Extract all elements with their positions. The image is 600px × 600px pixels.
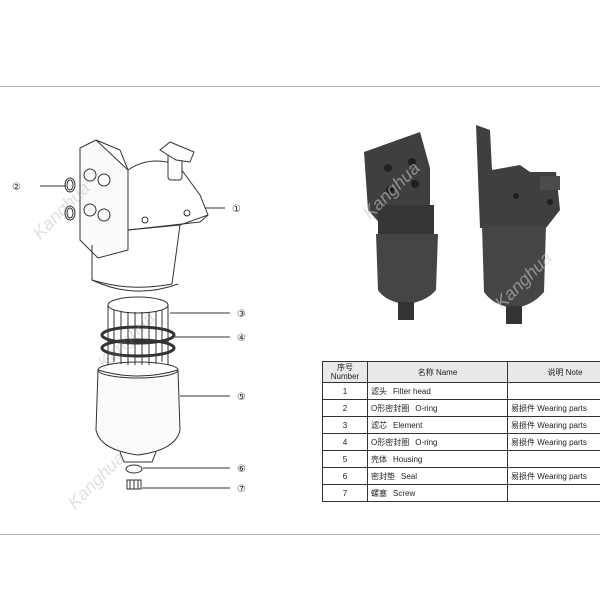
filter-photo-side xyxy=(476,125,560,324)
row-number: 1 xyxy=(322,382,368,400)
o-ring-4-part xyxy=(100,325,176,358)
seal-part xyxy=(125,464,143,474)
header-number-en: Number xyxy=(330,372,360,381)
callout-2: ② xyxy=(12,182,21,193)
row-name: 滤头 Filter head xyxy=(367,382,508,400)
top-divider xyxy=(0,86,600,87)
table-row: 2 O形密封圈 O-ring 易损件 Wearing parts xyxy=(322,399,600,417)
table-row: 3 滤芯 Element 易损件 Wearing parts xyxy=(322,416,600,434)
table-row: 6 密封垫 Seal 易损件 Wearing parts xyxy=(322,467,600,485)
table-row: 1 滤头 Filter head xyxy=(322,382,600,400)
screw-part xyxy=(126,479,142,490)
row-name: 滤芯 Element xyxy=(367,416,508,434)
row-number: 6 xyxy=(322,467,368,485)
row-note: 易损件 Wearing parts xyxy=(507,416,600,434)
row-name-en: Screw xyxy=(393,488,416,498)
exploded-view-drawing: ① ② ③ ④ ⑤ ⑥ ⑦ Kanghua Kanghua Kanghua xyxy=(12,139,246,513)
bottom-divider xyxy=(0,534,600,535)
header-number: 序号 Number xyxy=(322,361,368,383)
table-row: 7 螺塞 Screw xyxy=(322,484,600,502)
row-name-en: O-ring xyxy=(415,403,438,413)
callout-6: ⑥ xyxy=(237,464,246,475)
row-note xyxy=(507,450,600,468)
callout-7: ⑦ xyxy=(237,484,246,495)
product-photos: Kanghua Kanghua xyxy=(359,125,560,324)
row-number: 5 xyxy=(322,450,368,468)
row-name-cn: 壳体 xyxy=(371,454,387,464)
row-name: 螺塞 Screw xyxy=(367,484,508,502)
callout-3: ③ xyxy=(237,309,246,320)
row-note: 易损件 Wearing parts xyxy=(507,433,600,451)
row-name-cn: 螺塞 xyxy=(371,488,387,498)
row-number: 3 xyxy=(322,416,368,434)
parts-table: 序号 Number 名称 Name 说明 Note 1 滤头 Filter hea… xyxy=(322,361,600,502)
row-number: 7 xyxy=(322,484,368,502)
svg-text:Kanghua: Kanghua xyxy=(64,448,129,513)
row-name-en: Housing xyxy=(393,454,423,464)
filter-head-part xyxy=(79,139,209,292)
callout-1: ① xyxy=(232,204,241,215)
table-row: 5 壳体 Housing xyxy=(322,450,600,468)
row-name-cn: 密封垫 xyxy=(371,471,395,481)
row-name: O形密封圈 O-ring xyxy=(367,433,508,451)
row-name-en: Seal xyxy=(401,471,418,481)
table-row: 4 O形密封圈 O-ring 易损件 Wearing parts xyxy=(322,433,600,451)
header-number-cn: 序号 xyxy=(337,363,353,372)
row-name-cn: 滤头 xyxy=(371,386,387,396)
header-name: 名称 Name xyxy=(367,361,508,383)
row-note xyxy=(507,382,600,400)
row-note: 易损件 Wearing parts xyxy=(507,399,600,417)
row-name: O形密封圈 O-ring xyxy=(367,399,508,417)
row-name-cn: 滤芯 xyxy=(371,420,387,430)
row-name-cn: O形密封圈 xyxy=(371,437,410,447)
callout-5: ⑤ xyxy=(237,392,246,403)
row-name-en: Filter head xyxy=(393,386,431,396)
element-part xyxy=(107,296,169,365)
row-note: 易损件 Wearing parts xyxy=(507,467,600,485)
row-name: 密封垫 Seal xyxy=(367,467,508,485)
row-name: 壳体 Housing xyxy=(367,450,508,468)
row-number: 4 xyxy=(322,433,368,451)
header-note: 说明 Note xyxy=(507,361,600,383)
row-name-en: O-ring xyxy=(415,437,438,447)
table-header-row: 序号 Number 名称 Name 说明 Note xyxy=(322,361,600,383)
row-number: 2 xyxy=(322,399,368,417)
callout-4: ④ xyxy=(237,333,246,344)
o-ring-2-part xyxy=(64,177,76,221)
row-name-en: Element xyxy=(393,420,423,430)
housing-part xyxy=(95,361,181,463)
filter-photo-front xyxy=(364,132,438,320)
row-note xyxy=(507,484,600,502)
row-name-cn: O形密封圈 xyxy=(371,403,410,413)
